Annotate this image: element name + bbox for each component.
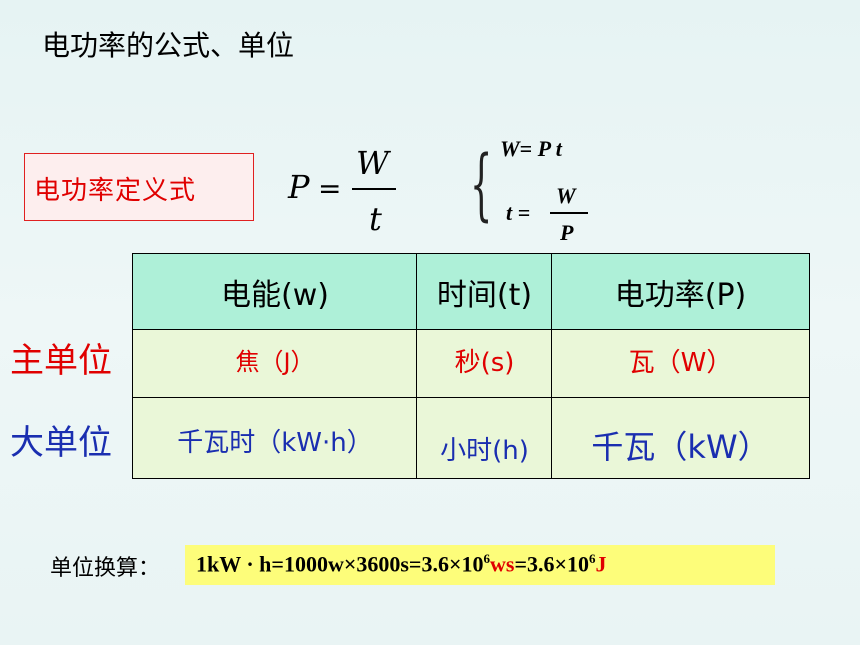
definition-label: 电功率定义式 <box>34 176 197 206</box>
formula-fraction-bar <box>352 188 396 190</box>
brace-symbol: { <box>470 140 493 230</box>
formula-equals: = <box>318 172 342 205</box>
row-label-large-unit: 大单位 <box>10 423 112 463</box>
conversion-exponent1: 6 <box>483 551 491 566</box>
cell-power-large: 千瓦（kW） <box>551 397 810 479</box>
conversion-part3: =3.6×10 <box>514 551 590 577</box>
cell-energy-main: 焦（J） <box>132 329 418 399</box>
formula-numerator: W <box>356 144 389 182</box>
row-label-main-unit: 主单位 <box>10 341 112 381</box>
header-power: 电功率(P) <box>551 253 810 331</box>
derived-time-lhs: t = <box>506 200 531 225</box>
cell-energy-large: 千瓦时（kW·h） <box>132 397 418 479</box>
units-table: 电能(w) 时间(t) 电功率(P) 焦（J） 秒(s) 瓦（W） 千瓦时（kW… <box>132 253 810 479</box>
derived-time-numerator: W <box>556 183 576 208</box>
conversion-unit-j: J <box>595 551 607 577</box>
conversion-exponent2: 6 <box>589 551 596 566</box>
derived-work-formula: W= P t <box>500 136 562 161</box>
page-title: 电功率的公式、单位 <box>42 29 295 62</box>
header-energy: 电能(w) <box>132 253 418 331</box>
conversion-unit-ws: ws <box>490 551 515 577</box>
derived-time-denominator: P <box>560 220 574 245</box>
conversion-highlight <box>185 545 775 585</box>
derived-fraction-bar <box>550 212 588 214</box>
conversion-equation: 1kW · h=1000w×3600s=3.6×106ws=3.6×106J <box>196 551 607 577</box>
cell-time-main: 秒(s) <box>416 329 553 399</box>
definition-box <box>24 153 254 221</box>
header-time: 时间(t) <box>416 253 553 331</box>
cell-time-large: 小时(h) <box>416 397 553 479</box>
conversion-part1: 1kW · h=1000w×3600s=3.6×10 <box>196 551 484 577</box>
formula-lhs: P <box>288 168 310 206</box>
cell-power-main: 瓦（W） <box>551 329 810 399</box>
formula-denominator: t <box>369 200 382 238</box>
conversion-label: 单位换算： <box>50 556 161 581</box>
